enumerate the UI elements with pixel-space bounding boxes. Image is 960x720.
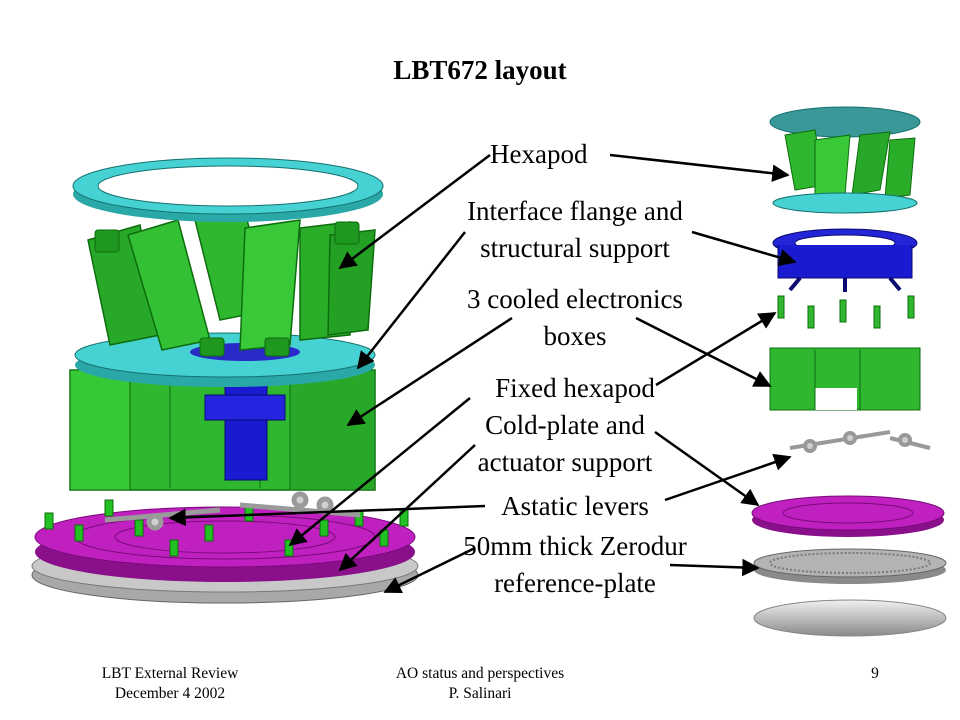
label-hexapod: Hexapod xyxy=(490,139,588,169)
label-electronics-boxes: 3 cooled electronics boxes xyxy=(440,281,710,355)
footer-event: LBT External Review xyxy=(101,665,239,682)
label-zerodur-plate: 50mm thick Zerodur reference-plate xyxy=(440,528,710,602)
footer-left: LBT External Review December 4 2002 xyxy=(60,664,280,704)
label-interface-flange-line2: structural support xyxy=(480,233,670,263)
footer-center: AO status and perspectives P. Salinari xyxy=(350,664,610,704)
slide-title: LBT672 layout xyxy=(393,55,567,85)
label-interface-flange-line1: Interface flange and xyxy=(467,196,683,226)
label-cold-plate-line2: actuator support xyxy=(477,447,653,477)
footer-date: December 4 2002 xyxy=(114,685,226,702)
label-fixed-hexapod: Fixed hexapod xyxy=(495,373,655,403)
page-number: 9 xyxy=(871,665,879,682)
label-zerodur-line2: reference-plate xyxy=(494,568,656,598)
label-astatic-levers: Astatic levers xyxy=(501,491,649,521)
label-zerodur-line1: 50mm thick Zerodur xyxy=(463,531,687,561)
footer-author: P. Salinari xyxy=(448,685,512,702)
exploded-view xyxy=(751,106,947,637)
label-electronics-line2: boxes xyxy=(543,321,607,351)
label-electronics-line1: 3 cooled electronics xyxy=(467,284,683,314)
assembled-unit xyxy=(31,157,419,604)
footer-talk-title: AO status and perspectives xyxy=(395,665,565,682)
label-cold-plate: Cold-plate and actuator support xyxy=(440,407,690,481)
label-cold-plate-line1: Cold-plate and xyxy=(485,410,645,440)
label-interface-flange: Interface flange and structural support xyxy=(440,193,710,267)
callout-arrows xyxy=(168,153,797,594)
